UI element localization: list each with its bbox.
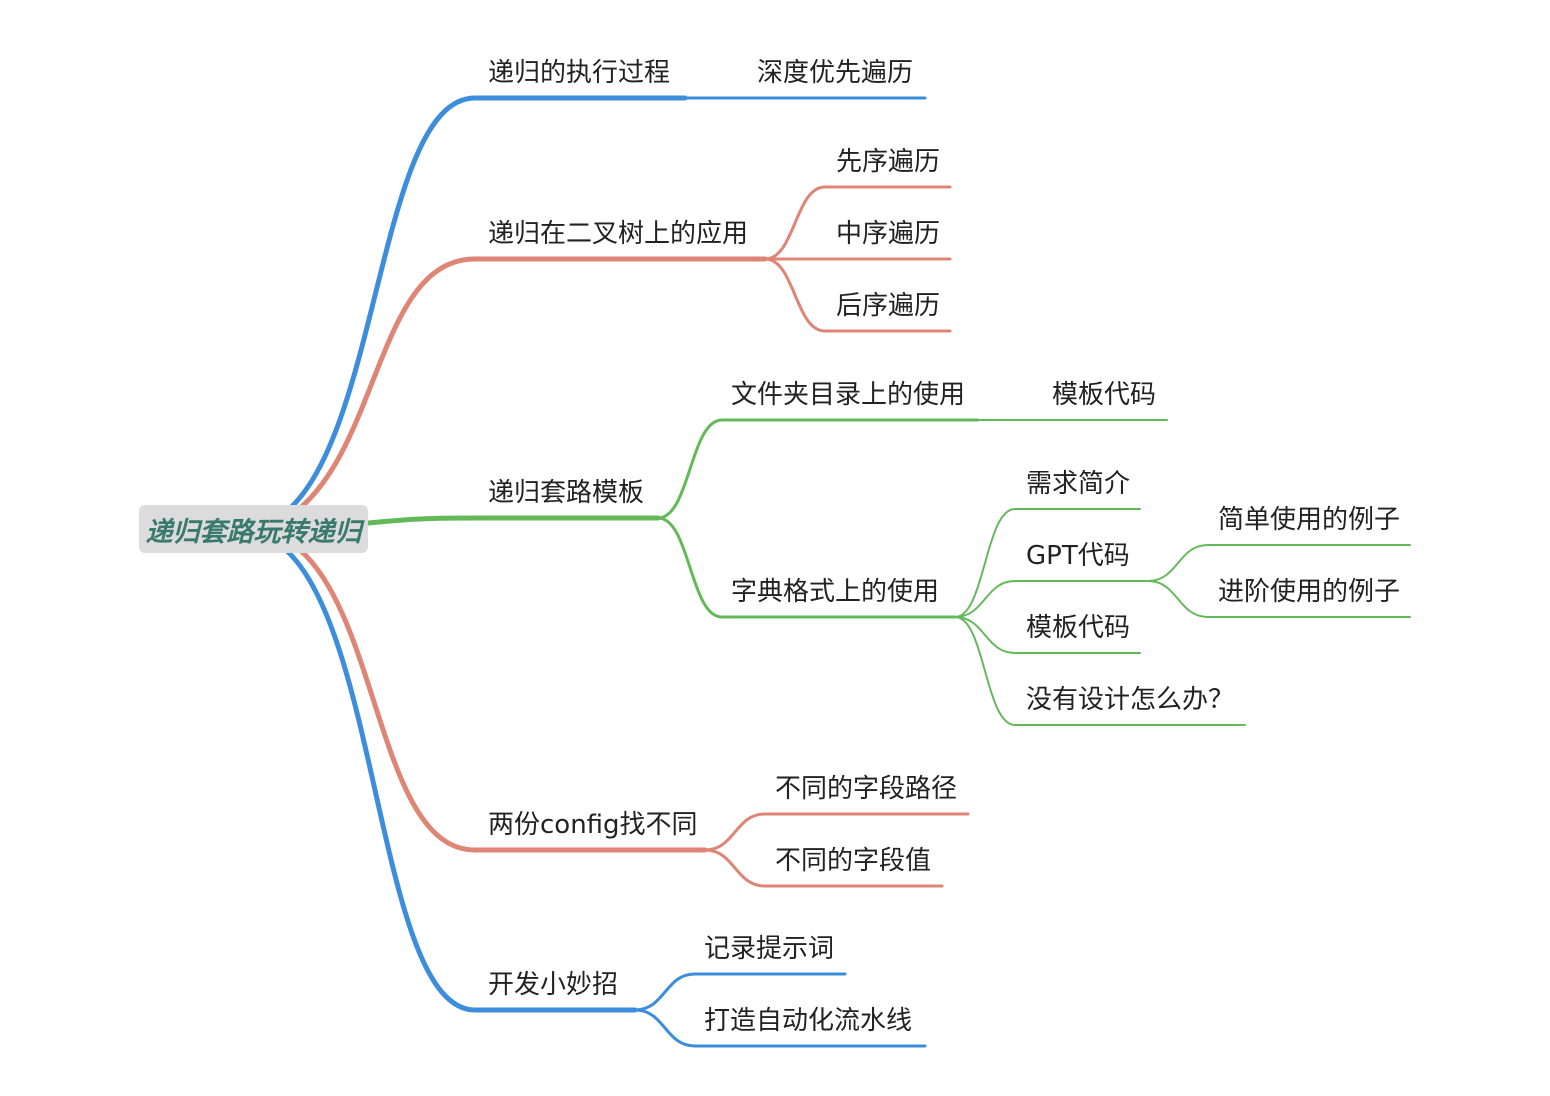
- connector-tree-preorder: [763, 185, 952, 261]
- connector-dict-requirement: [954, 508, 1141, 618]
- branch-config-diff[interactable]: 两份config找不同: [488, 810, 698, 840]
- connector-tips-prompt: [633, 972, 847, 1012]
- branch-recursion-binary-tree[interactable]: 递归在二叉树上的应用: [488, 219, 749, 249]
- branch-recursion-execution[interactable]: 递归的执行过程: [488, 58, 671, 88]
- node-requirement-intro[interactable]: 需求简介: [1026, 469, 1131, 499]
- node-no-design[interactable]: 没有设计怎么办？: [1026, 685, 1235, 715]
- connector-dict-gpt: [954, 580, 1149, 618]
- connector-root-execution: [285, 95, 688, 513]
- connector-template-dict: [656, 516, 957, 619]
- node-dfs-traversal[interactable]: 深度优先遍历: [757, 58, 914, 88]
- branch-dev-tips[interactable]: 开发小妙招: [488, 970, 619, 1000]
- connector-root-binary-tree: [297, 256, 768, 511]
- connector-gpt-simple: [1147, 544, 1411, 582]
- node-gpt-code[interactable]: GPT代码: [1026, 541, 1130, 571]
- connector-config-value: [703, 848, 944, 888]
- node-advanced-example[interactable]: 进阶使用的例子: [1218, 577, 1401, 607]
- connector-dict-template-code: [954, 616, 1141, 654]
- connector-template-folder: [656, 418, 980, 520]
- connector-tips-pipeline: [633, 1008, 927, 1048]
- connector-config-path: [703, 812, 970, 852]
- connector-root-dev-tips: [285, 549, 638, 1013]
- node-simple-example[interactable]: 简单使用的例子: [1218, 505, 1401, 535]
- branch-recursion-template[interactable]: 递归套路模板: [488, 478, 645, 508]
- node-diff-field-value[interactable]: 不同的字段值: [775, 846, 932, 876]
- node-dict-template-code[interactable]: 模板代码: [1026, 613, 1131, 643]
- connector-tree-postorder: [763, 257, 952, 333]
- node-folder-template-code[interactable]: 模板代码: [1052, 380, 1157, 410]
- connector-gpt-advanced: [1147, 580, 1411, 618]
- root-node[interactable]: 递归套路玩转递归: [139, 505, 368, 553]
- node-inorder-traversal[interactable]: 中序遍历: [836, 219, 941, 249]
- node-preorder-traversal[interactable]: 先序遍历: [836, 147, 941, 177]
- connector-root-config-diff: [297, 547, 708, 853]
- root-node-label: 递归套路玩转递归: [145, 516, 362, 548]
- node-folder-usage[interactable]: 文件夹目录上的使用: [731, 380, 966, 410]
- node-record-prompts[interactable]: 记录提示词: [704, 934, 835, 964]
- node-diff-field-path[interactable]: 不同的字段路径: [775, 774, 958, 804]
- node-automation-pipeline[interactable]: 打造自动化流水线: [704, 1006, 913, 1036]
- connector-dict-no-design: [954, 616, 1246, 726]
- connector-root-template: [365, 515, 661, 526]
- node-postorder-traversal[interactable]: 后序遍历: [836, 291, 941, 321]
- node-dict-usage[interactable]: 字典格式上的使用: [731, 577, 940, 607]
